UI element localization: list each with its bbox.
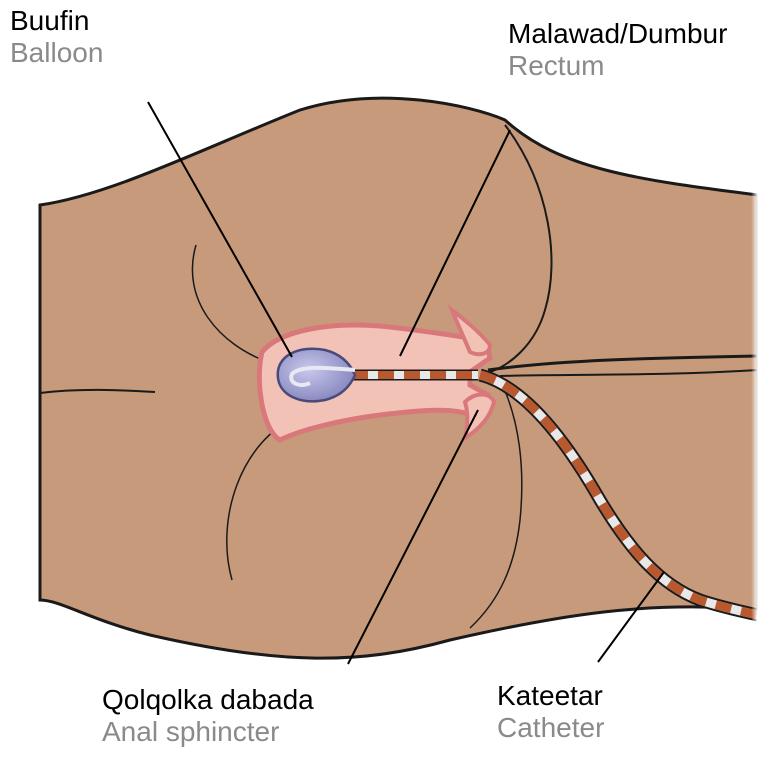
anal-sphincter-label-english: Anal sphincter bbox=[102, 716, 314, 748]
balloon-label-somali: Buufin bbox=[10, 5, 103, 37]
left-fade bbox=[0, 190, 70, 620]
catheter-label-somali: Kateetar bbox=[497, 680, 604, 712]
catheter-label-english: Catheter bbox=[497, 712, 604, 744]
anal-sphincter-label-somali: Qolqolka dabada bbox=[102, 684, 314, 716]
rectum-label-english: Rectum bbox=[508, 50, 727, 82]
rectum-label: Malawad/Dumbur Rectum bbox=[508, 18, 727, 82]
right-fade bbox=[690, 180, 758, 640]
catheter-label: Kateetar Catheter bbox=[497, 680, 604, 744]
rectum-label-somali: Malawad/Dumbur bbox=[508, 18, 727, 50]
balloon-label: Buufin Balloon bbox=[10, 5, 103, 69]
balloon-label-english: Balloon bbox=[10, 37, 103, 69]
anal-sphincter-label: Qolqolka dabada Anal sphincter bbox=[102, 684, 314, 748]
